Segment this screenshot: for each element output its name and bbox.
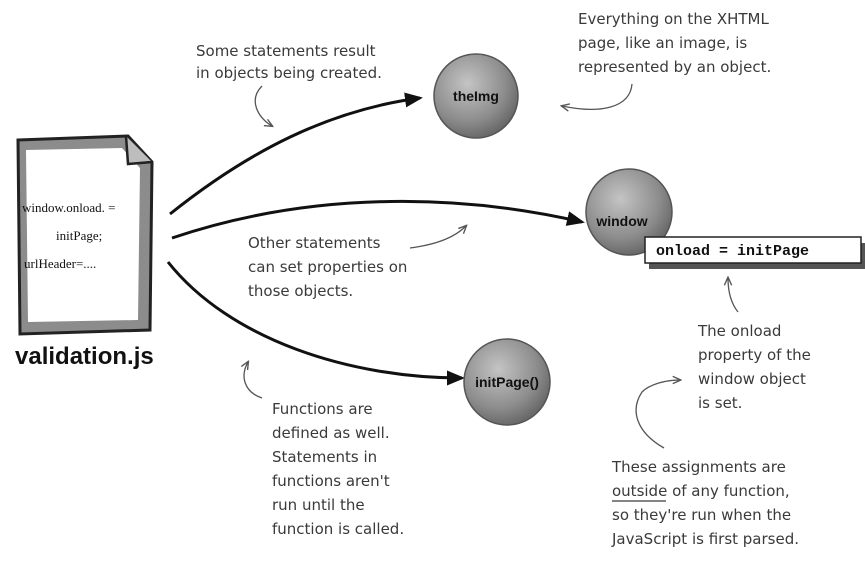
window-label: window: [595, 213, 647, 229]
note-line: JavaScript is first parsed.: [611, 530, 799, 548]
note-pointer: [728, 278, 739, 313]
note-line: These assignments are: [611, 458, 786, 476]
note-line: is set.: [698, 394, 742, 412]
note-objects-created: Some statements result in objects being …: [196, 42, 382, 82]
note-line: can set properties on: [248, 258, 407, 276]
onload-property-box: onload = initPage: [644, 236, 865, 269]
note-line: Statements in: [272, 448, 377, 466]
note-assignments: These assignments are outside of any fun…: [611, 458, 799, 548]
note-line: window object: [698, 370, 806, 388]
note-line: Everything on the XHTML: [578, 10, 769, 28]
note-pointer: [562, 83, 633, 109]
note-line: function is called.: [272, 520, 404, 538]
note-pointer: [409, 226, 466, 249]
theimg-label: theImg: [453, 88, 499, 104]
note-line: page, like an image, is: [578, 34, 747, 52]
note-line: those objects.: [248, 282, 353, 300]
note-pointer: [635, 380, 680, 449]
initpage-label: initPage(): [475, 374, 539, 390]
file-line-1: window.onload. =: [22, 200, 116, 215]
note-line: run until the: [272, 496, 365, 514]
note-line: so they're run when the: [612, 506, 791, 524]
note-line: property of the: [698, 346, 811, 364]
file-line-3: urlHeader=....: [24, 256, 96, 271]
window-object: window: [585, 168, 673, 256]
arrow-to-initpage: [166, 261, 465, 386]
note-set-properties: Other statements can set properties on t…: [248, 234, 412, 300]
note-pointer: [254, 85, 272, 126]
file-name: validation.js: [15, 343, 154, 370]
note-line: in objects being created.: [196, 64, 382, 82]
file-line-2: initPage;: [56, 228, 102, 243]
note-onload-set: The onload property of the window object…: [697, 322, 816, 412]
arrow-to-theimg: [169, 92, 423, 216]
theimg-object: theImg: [433, 53, 519, 139]
note-line: The onload: [697, 322, 781, 340]
note-line: Some statements result: [196, 42, 376, 60]
note-line: defined as well.: [272, 424, 390, 442]
note-line: Functions are: [272, 400, 373, 418]
note-functions: Functions are defined as well. Statement…: [272, 400, 404, 538]
js-file-icon: window.onload. = initPage; urlHeader=...…: [16, 134, 154, 336]
initpage-object: initPage(): [463, 338, 551, 426]
note-line: represented by an object.: [578, 58, 771, 76]
property-text: onload = initPage: [656, 243, 809, 260]
note-xhtml: Everything on the XHTML page, like an im…: [578, 10, 774, 76]
note-line: Other statements: [248, 234, 381, 252]
note-pointer: [244, 362, 263, 399]
note-line: outside of any function,: [612, 482, 790, 500]
arrow-to-window: [171, 199, 585, 240]
note-line: functions aren't: [272, 472, 390, 490]
